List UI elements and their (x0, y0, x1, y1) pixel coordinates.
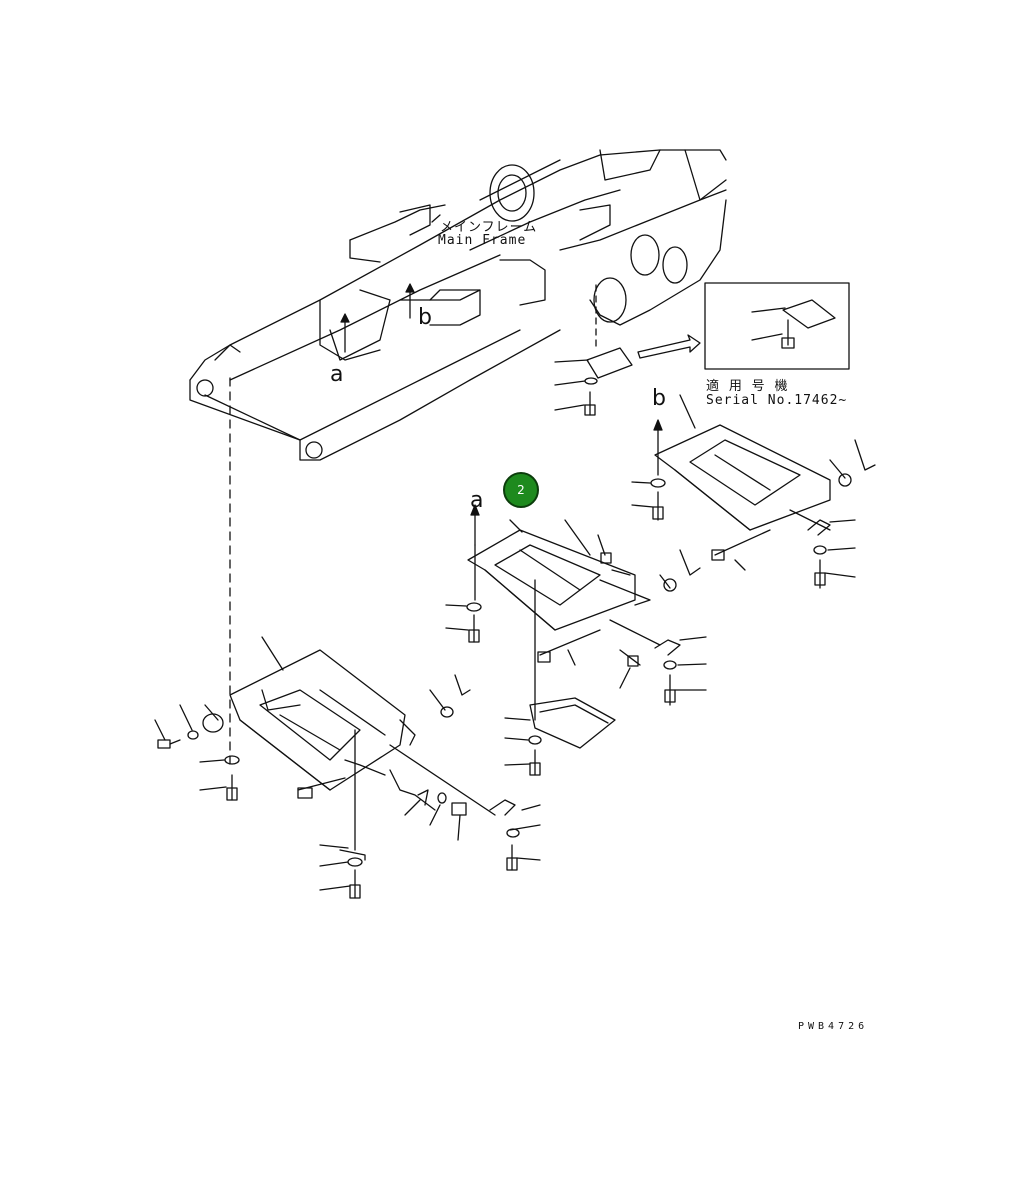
main-frame-label-jp: メインフレーム (440, 220, 538, 235)
inset-serial-label-jp: 適 用 号 機 (706, 379, 789, 394)
left-guard-drawing (154, 636, 541, 899)
callout-badge-2[interactable]: 2 (503, 472, 539, 508)
marker-b-frame: b (418, 305, 432, 330)
small-plate-drawing (554, 347, 633, 416)
main-frame-label-en: Main Frame (438, 233, 527, 248)
middle-guard-drawing (445, 504, 707, 776)
marker-a-frame: a (330, 362, 344, 387)
main-frame-drawing (189, 149, 727, 771)
inset-detail-drawing (637, 282, 850, 370)
marker-b-guard: b (652, 386, 666, 411)
inset-serial-label: Serial No.17462~ (706, 393, 848, 408)
drawing-code: PWB4726 (798, 1021, 869, 1032)
marker-a-guard: a (470, 488, 484, 513)
right-guard-drawing (631, 394, 876, 589)
